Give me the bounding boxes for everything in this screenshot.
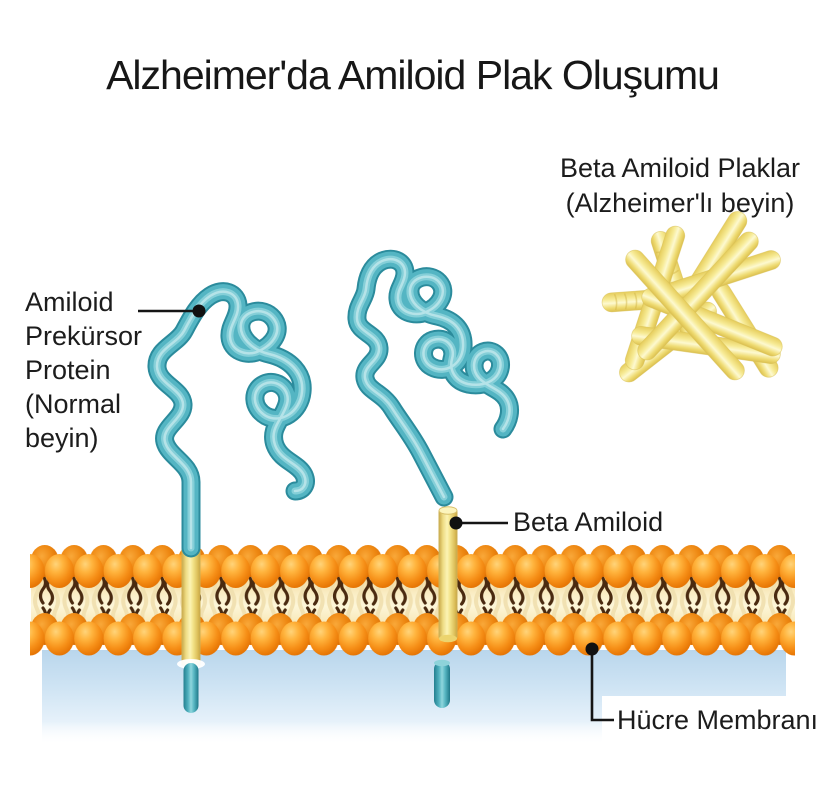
label-plaques-line2: (Alzheimer'lı beyin) <box>565 188 795 218</box>
leader-lines <box>138 304 614 722</box>
cell-membrane-illustration <box>30 545 795 657</box>
app-protein-illustration <box>147 282 315 558</box>
label-cell-membrane: Hücre Membranı <box>617 705 819 735</box>
cleaved-protein-illustration <box>347 249 520 507</box>
label-app-line5: beyin) <box>25 423 99 453</box>
label-plaques-line1: Beta Amiloid Plaklar <box>559 153 801 183</box>
label-app-line4: (Normal <box>25 389 122 419</box>
beta-amiloid-intracellular-fragment <box>434 659 450 708</box>
label-beta-amiloid-plaques: Beta Amiloid Plaklar (Alzheimer'lı beyin… <box>515 151 825 221</box>
app-membrane-anchor <box>177 545 205 713</box>
label-app-line2: Prekürsor <box>25 321 143 351</box>
beta-amiloid-rod <box>438 506 458 643</box>
label-amyloid-precursor-protein: Amiloid Prekürsor Protein (Normal beyin) <box>25 285 142 455</box>
label-app-line1: Amiloid <box>25 287 114 317</box>
label-beta-amiloid: Beta Amiloid <box>513 507 664 537</box>
page-title: Alzheimer'da Amiloid Plak Oluşumu <box>106 52 720 98</box>
label-app-line3: Protein <box>25 355 111 385</box>
label-background <box>602 696 817 748</box>
plaque-cluster-illustration <box>601 211 783 383</box>
